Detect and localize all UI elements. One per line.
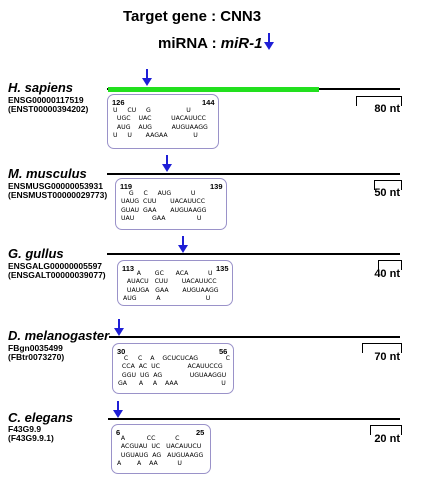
target-site-box-h-sapiens: 126 144 U CU G U UGC UAC UACAUUCC AUG AU… <box>107 94 219 149</box>
site-arrow-icon-h-sapiens <box>142 69 152 86</box>
duplex-line: ACGUAU UC UACAUUCU <box>117 443 202 451</box>
utr-line-c-elegans <box>108 418 400 420</box>
gene-id-g-gullus: ENSGALG00000005597 <box>8 261 103 271</box>
utr-line-d-melanogaster <box>109 336 400 338</box>
site-start-d-melanogaster: 30 <box>117 347 126 356</box>
duplex-h-sapiens: U CU G U UGC UAC UACAUUCC AUG AUG AUGUAA… <box>113 107 208 141</box>
duplex-line: C C A GCUCUCAG C <box>118 355 230 362</box>
duplex-line: CCA AC UC ACAUUCCG <box>118 363 223 371</box>
site-end-m-musculus: 139 <box>210 182 223 191</box>
duplex-d-melanogaster: C C A GCUCUCAG C CCA AC UC ACAUUCCG GGU … <box>118 355 230 389</box>
scale-label-c-elegans: 20 nt <box>374 433 400 445</box>
site-start-c-elegans: 6 <box>116 428 121 437</box>
duplex-line: U U AAGAA U <box>113 132 198 140</box>
site-end-h-sapiens: 144 <box>202 98 215 107</box>
scale-bar-c-elegans <box>370 425 402 435</box>
target-site-box-c-elegans: 6 25 A CC C ACGUAU UC UACAUUCU UGUAUG AG… <box>111 424 211 474</box>
species-name-g-gullus: G. gullus <box>8 246 64 261</box>
target-site-box-m-musculus: 119 139 G C AUG U UAUG CUU UACAUUCC GUAU… <box>115 178 227 230</box>
duplex-m-musculus: G C AUG U UAUG CUU UACAUUCC GUAU GAA AUG… <box>121 190 206 224</box>
duplex-g-gullus: A GC ACA U AUACU CUU UACAUUCC UAUGA GAA … <box>123 270 219 304</box>
scale-label-h-sapiens: 80 nt <box>374 103 400 115</box>
duplex-line: G C AUG U <box>121 190 196 197</box>
scale-label-g-gullus: 40 nt <box>374 268 400 280</box>
gene-id-m-musculus: ENSMUSG00000053931 <box>8 181 103 191</box>
utr-line-g-gullus <box>107 253 400 255</box>
duplex-line: UAU GAA U <box>121 215 202 223</box>
site-start-m-musculus: 119 <box>120 182 133 191</box>
mirna-title: miRNA : miR-1 <box>158 35 262 52</box>
site-arrow-icon-d-melanogaster <box>114 319 124 336</box>
site-end-c-elegans: 25 <box>196 428 205 437</box>
gene-id-h-sapiens: ENSG00000117519 <box>8 95 84 105</box>
site-end-g-gullus: 135 <box>216 264 229 273</box>
utr-highlight-h-sapiens <box>108 87 319 92</box>
mirna-name: miR-1 <box>220 35 263 52</box>
transcript-id-h-sapiens: (ENST00000394202) <box>8 104 89 114</box>
duplex-line: AUACU CUU UACAUUCC <box>123 278 217 286</box>
duplex-line: A CC C <box>117 435 180 442</box>
site-start-h-sapiens: 126 <box>112 98 125 107</box>
duplex-line: UGC UAC UACAUUCC <box>113 115 206 123</box>
mirna-arrow-icon <box>264 33 274 50</box>
duplex-line: AUG A U <box>123 295 211 303</box>
target-site-box-d-melanogaster: 30 56 C C A GCUCUCAG C CCA AC UC ACAUUCC… <box>112 343 234 394</box>
site-arrow-icon-g-gullus <box>178 236 188 253</box>
target-site-box-g-gullus: 113 135 A GC ACA U AUACU CUU UACAUUCC UA… <box>117 260 233 306</box>
scale-bar-m-musculus <box>374 180 402 190</box>
transcript-id-d-melanogaster: (FBtr0073270) <box>8 352 65 362</box>
scale-bar-h-sapiens <box>356 96 402 106</box>
site-end-d-melanogaster: 56 <box>219 347 228 356</box>
duplex-line: UAUG CUU UACAUUCC <box>121 198 206 206</box>
duplex-c-elegans: A CC C ACGUAU UC UACAUUCU UGUAUG AG AUGU… <box>117 435 203 469</box>
duplex-line: UGUAUG AG AUGUAAGG <box>117 451 204 459</box>
scale-bar-g-gullus <box>378 260 402 270</box>
transcript-id-g-gullus: (ENSGALT00000039077) <box>8 270 106 280</box>
utr-line-m-musculus <box>107 173 400 175</box>
scale-bar-d-melanogaster <box>362 343 402 353</box>
mirna-prefix: miRNA : <box>158 35 221 52</box>
transcript-id-m-musculus: (ENSMUST00000029773) <box>8 190 108 200</box>
species-name-h-sapiens: H. sapiens <box>8 80 74 95</box>
species-name-c-elegans: C. elegans <box>8 410 74 425</box>
transcript-id-c-elegans: (F43G9.9.1) <box>8 433 54 443</box>
gene-id-c-elegans: F43G9.9 <box>8 424 42 434</box>
duplex-line: AUG AUG AUGUAAGG <box>113 123 208 131</box>
duplex-line: GGU UG AG UGUAAGGU <box>118 371 227 379</box>
species-name-m-musculus: M. musculus <box>8 166 87 181</box>
scale-label-m-musculus: 50 nt <box>374 187 400 199</box>
duplex-line: U CU G U <box>113 107 191 114</box>
site-start-g-gullus: 113 <box>122 264 135 273</box>
duplex-line: A A AA U <box>117 460 182 468</box>
duplex-line: UAUGA GAA AUGUAAGG <box>123 286 219 294</box>
site-arrow-icon-m-musculus <box>162 155 172 172</box>
duplex-line: A GC ACA U <box>123 270 213 277</box>
target-gene-title: Target gene : CNN3 <box>123 8 262 25</box>
duplex-line: GA A A AAA U <box>118 380 226 388</box>
gene-id-d-melanogaster: FBgn0035499 <box>8 343 63 353</box>
scale-label-d-melanogaster: 70 nt <box>374 351 400 363</box>
duplex-line: GUAU GAA AUGUAAGG <box>121 206 207 214</box>
site-arrow-icon-c-elegans <box>113 401 123 418</box>
species-name-d-melanogaster: D. melanogaster <box>8 328 110 343</box>
